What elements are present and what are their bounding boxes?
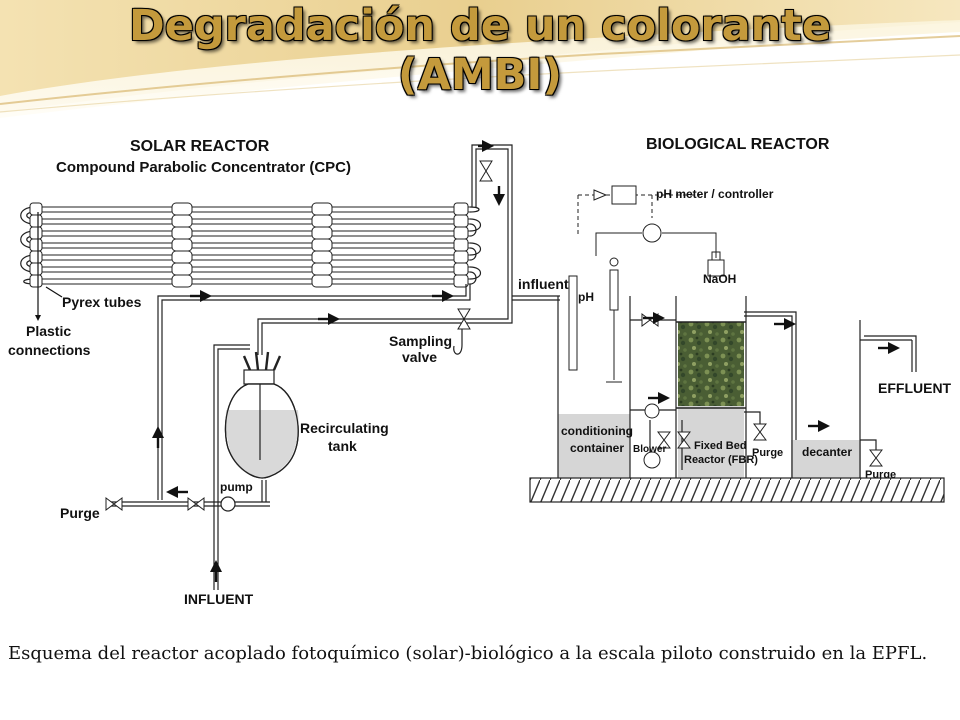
sampling-valve-label-line2: valve <box>402 349 437 365</box>
sampling-valve-label-line1: Sampling <box>389 333 452 349</box>
pyrex-tubes-label: Pyrex tubes <box>62 294 142 310</box>
recirculating-tank-label-line2: tank <box>328 438 357 454</box>
slide-title-line1: Degradación de un colorante <box>129 1 831 51</box>
recirculating-tank <box>224 351 299 479</box>
conditioning-container <box>557 296 631 478</box>
purge-label: Purge <box>60 505 100 521</box>
reactor-schematic: SOLAR REACTOR Compound Parabolic Concent… <box>8 136 952 607</box>
naoh-label: NaOH <box>703 272 736 286</box>
plastic-connections-label-line2: connections <box>8 342 91 358</box>
solar-reactor-subheading: Compound Parabolic Concentrator (CPC) <box>56 159 351 176</box>
solar-reactor: SOLAR REACTOR Compound Parabolic Concent… <box>8 138 513 607</box>
ph-controller <box>577 185 725 277</box>
plastic-connections-label-line1: Plastic <box>26 323 71 339</box>
solar-piping <box>106 144 513 590</box>
slide-title-line2: (AMBI) <box>397 50 563 100</box>
bio-influent-label: influent <box>518 276 569 292</box>
biological-reactor-heading: BIOLOGICAL REACTOR <box>646 136 830 153</box>
solar-reactor-heading: SOLAR REACTOR <box>130 138 270 155</box>
header-swoosh-background <box>0 0 960 125</box>
effluent-label: EFFLUENT <box>878 380 952 396</box>
blower-label: Blower <box>633 444 666 455</box>
pyrex-tubes <box>35 206 470 285</box>
purge-fbr-label: Purge <box>752 447 783 459</box>
recirculating-tank-label-line1: Recirculating <box>300 420 389 436</box>
decanter-label: decanter <box>802 445 852 459</box>
pump-icon <box>220 496 236 512</box>
probes <box>568 257 622 383</box>
ground-floor <box>529 477 945 503</box>
label-pointers <box>35 212 63 321</box>
fbr-label-line2: Reactor (FBR) <box>684 454 758 466</box>
decanter <box>791 440 861 478</box>
ph-label: pH <box>578 290 594 304</box>
plastic-connectors <box>29 202 469 288</box>
influent-feed-pipe <box>512 295 560 301</box>
slide-title: Degradación de un colorante (AMBI) <box>0 2 960 100</box>
biological-reactor: BIOLOGICAL REACTOR influent pH meter / c… <box>512 136 952 503</box>
conditioning-container-label-line1: conditioning <box>561 424 633 438</box>
slide-caption: Esquema del reactor acoplado fotoquímico… <box>8 643 928 664</box>
conditioning-container-label-line2: container <box>570 441 624 455</box>
tube-end-bends-right <box>469 206 482 285</box>
bio-flow-arrows <box>643 312 900 432</box>
ph-meter-label: pH meter / controller <box>656 187 774 201</box>
fbr-label-line1: Fixed Bed <box>694 440 747 452</box>
pump-label: pump <box>220 480 253 494</box>
influent-label: INFLUENT <box>184 591 254 607</box>
valves-solar <box>105 160 493 511</box>
fixed-bed-reactor <box>675 296 747 478</box>
flow-arrows-solar <box>152 140 505 582</box>
